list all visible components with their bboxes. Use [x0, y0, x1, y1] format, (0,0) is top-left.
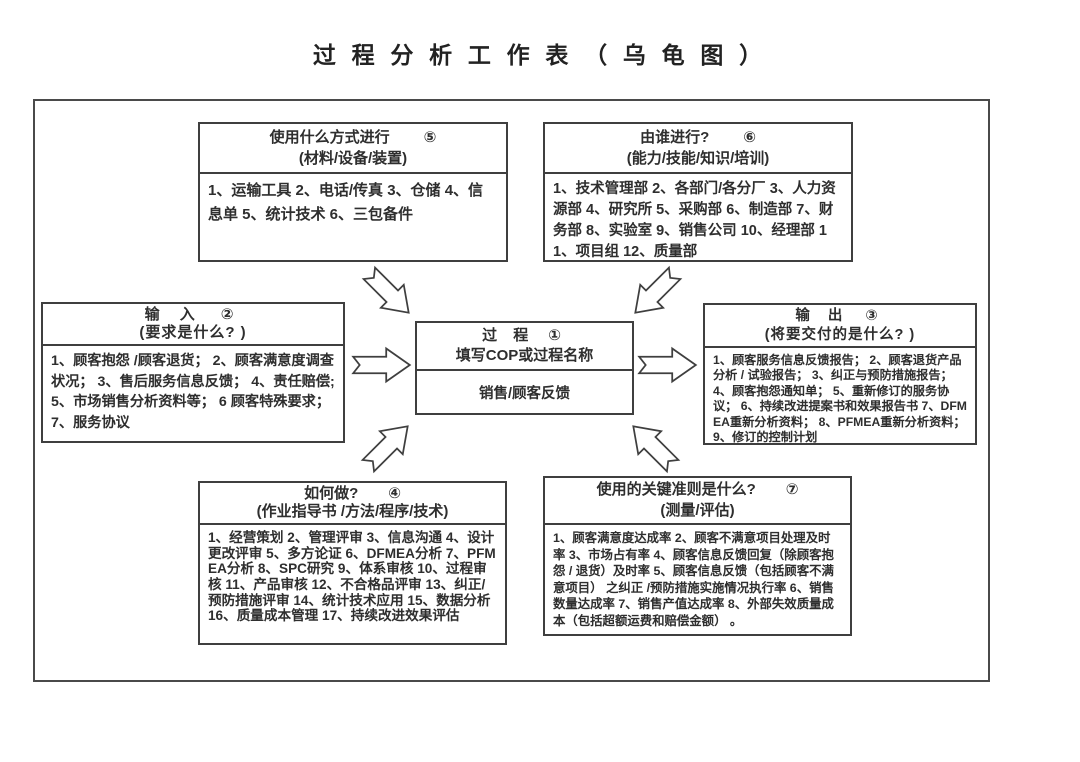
- box-materials-number: ⑤: [423, 129, 437, 146]
- box-process: 过 程 ① 填写COP或过程名称 销售/顾客反馈: [415, 321, 634, 415]
- box-who-title: 由谁进行?: [640, 129, 710, 146]
- box-who-number: ⑥: [743, 129, 756, 146]
- arrow-materials-to-process-icon: [348, 252, 430, 334]
- page-title: 过 程 分 析 工 作 表 （ 乌 龟 图 ）: [312, 43, 768, 68]
- arrow-who-to-process-icon: [614, 252, 696, 334]
- box-materials-title: 使用什么方式进行: [269, 129, 390, 146]
- box-how: 如何做? ④ (作业指导书 /方法/程序/技术) 1、经营策划 2、管理评审 3…: [198, 481, 507, 645]
- box-process-header: 过 程 ① 填写COP或过程名称: [417, 323, 632, 371]
- box-process-subtitle: 填写COP或过程名称: [455, 347, 594, 364]
- box-input-header: 输 入 ② (要求是什么? ): [43, 304, 343, 346]
- arrow-how-to-process-icon: [347, 405, 429, 487]
- box-criteria-header: 使用的关键准则是什么? ⑦ (测量/评估): [545, 478, 850, 525]
- box-output-header: 输 出 ③ (将要交付的是什么? ): [705, 305, 975, 348]
- box-who-subtitle: (能力/技能/知识/培训): [626, 150, 770, 167]
- arrow-criteria-to-process-icon: [612, 405, 694, 487]
- box-how-title: 如何做?: [304, 485, 359, 502]
- box-criteria-number: ⑦: [785, 481, 799, 499]
- arrow-input-to-process-icon: [351, 341, 412, 389]
- box-output-subtitle: (将要交付的是什么? ): [764, 326, 916, 343]
- box-output-body: 1、顾客服务信息反馈报告； 2、顾客退货产品分析 / 试验报告； 3、纠正与预防…: [713, 353, 967, 443]
- box-process-title: 过 程: [482, 326, 535, 344]
- box-how-body: 1、经营策划 2、管理评审 3、信息沟通 4、设计更改评审 5、多方论证 6、D…: [208, 530, 496, 624]
- box-how-subtitle: (作业指导书 /方法/程序/技术): [256, 503, 449, 520]
- box-how-number: ④: [388, 485, 401, 502]
- box-materials-body: 1、运输工具 2、电话/传真 3、仓储 4、信息单 5、统计技术 6、三包备件: [208, 182, 484, 224]
- box-materials-header: 使用什么方式进行 ⑤ (材料/设备/装置): [200, 124, 506, 174]
- box-output-number: ③: [865, 308, 885, 325]
- outer-frame: [33, 99, 990, 682]
- box-criteria-subtitle: (测量/评估): [660, 501, 735, 519]
- box-who-header: 由谁进行? ⑥ (能力/技能/知识/培训): [545, 124, 851, 174]
- box-who: 由谁进行? ⑥ (能力/技能/知识/培训) 1、技术管理部 2、各部门/各分厂 …: [543, 122, 853, 262]
- box-materials: 使用什么方式进行 ⑤ (材料/设备/装置) 1、运输工具 2、电话/传真 3、仓…: [198, 122, 508, 262]
- box-criteria: 使用的关键准则是什么? ⑦ (测量/评估) 1、顾客满意度达成率 2、顾客不满意…: [543, 476, 852, 636]
- box-output: 输 出 ③ (将要交付的是什么? ) 1、顾客服务信息反馈报告； 2、顾客退货产…: [703, 303, 977, 445]
- box-how-header: 如何做? ④ (作业指导书 /方法/程序/技术): [200, 483, 505, 525]
- box-process-number: ①: [548, 326, 567, 344]
- box-process-body: 销售/顾客反馈: [478, 385, 571, 402]
- box-input-body: 1、顾客抱怨 /顾客退货； 2、顾客满意度调查状况； 3、售后服务信息反馈； 4…: [51, 353, 335, 432]
- box-who-body: 1、技术管理部 2、各部门/各分厂 3、人力资源部 4、研究所 5、采购部 6、…: [553, 181, 836, 260]
- arrow-process-to-output-icon: [637, 341, 698, 389]
- box-criteria-body: 1、顾客满意度达成率 2、顾客不满意项目处理及时率 3、市场占有率 4、顾客信息…: [553, 531, 834, 628]
- box-materials-subtitle: (材料/设备/装置): [298, 150, 408, 167]
- box-input-subtitle: (要求是什么? ): [139, 324, 247, 341]
- box-input: 输 入 ② (要求是什么? ) 1、顾客抱怨 /顾客退货； 2、顾客满意度调查状…: [41, 302, 345, 443]
- box-input-number: ②: [220, 305, 242, 323]
- box-output-title: 输 出: [795, 308, 850, 325]
- box-criteria-title: 使用的关键准则是什么?: [596, 481, 756, 499]
- box-input-title: 输 入: [144, 305, 203, 323]
